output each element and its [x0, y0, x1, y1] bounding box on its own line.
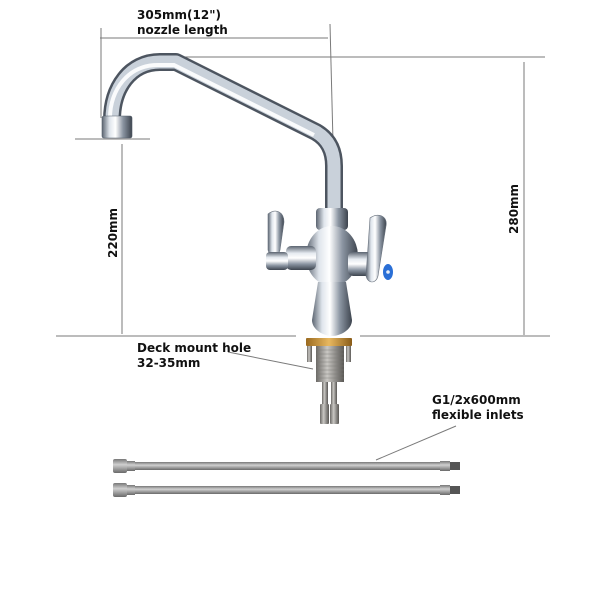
spout	[101, 53, 343, 212]
mounting-shank	[306, 338, 352, 424]
flexible-hose-2	[113, 483, 460, 497]
total-height-dimension: 280mm	[507, 183, 521, 234]
nozzle-length-dimension: 305mm(12") nozzle length	[137, 8, 228, 37]
inlets-callout: G1/2x600mm flexible inlets	[432, 393, 524, 422]
left-handle	[266, 210, 288, 270]
spout-height-dimension: 220mm	[106, 207, 120, 258]
dimension-lines	[56, 23, 550, 461]
right-handle	[365, 214, 393, 283]
flexible-hose-1	[113, 459, 460, 473]
deck-mount-callout: Deck mount hole 32-35mm	[137, 341, 252, 370]
faucet-body	[286, 208, 378, 336]
